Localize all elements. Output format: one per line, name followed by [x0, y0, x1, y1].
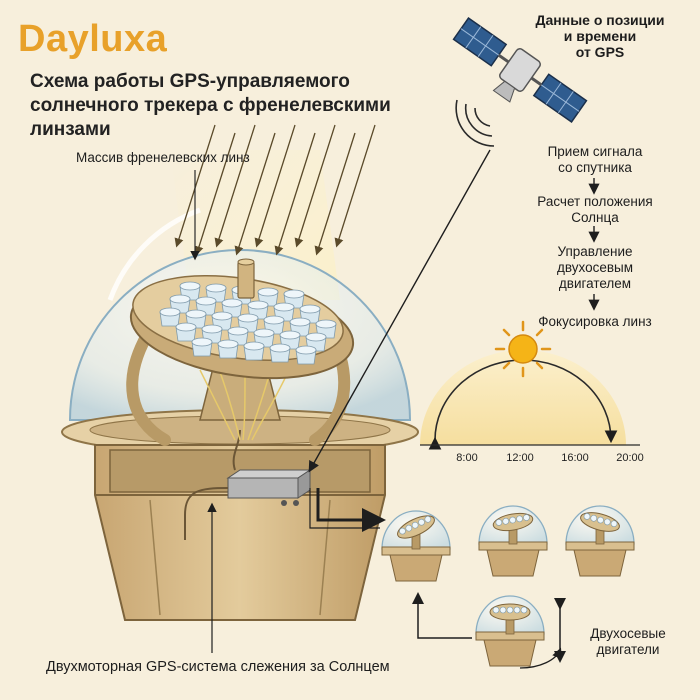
sun-icon	[494, 320, 552, 378]
sun-ray	[254, 124, 296, 248]
fresnel-lens	[269, 343, 291, 363]
time-tick: 8:00	[456, 452, 478, 464]
tracking-sequence	[381, 505, 635, 667]
sun-ray	[174, 124, 216, 248]
time-tick: 12:00	[506, 452, 534, 464]
connector-arrow	[316, 488, 386, 532]
time-tick: 16:00	[561, 452, 589, 464]
satellite-icon	[452, 17, 588, 123]
control-box-icon	[226, 469, 312, 506]
sunlight-rays	[174, 124, 376, 256]
sun-ray	[274, 132, 316, 256]
fresnel-lens	[175, 322, 197, 342]
sun-ray	[334, 124, 376, 248]
fresnel-lens-icon	[159, 281, 337, 365]
sun-ray	[234, 132, 276, 256]
sun-ray	[194, 132, 236, 256]
fresnel-lens	[191, 337, 213, 357]
brand-logo: Dayluxa	[18, 18, 168, 60]
fresnel-lens	[159, 307, 181, 327]
sun-ray	[294, 124, 336, 248]
sun-path-chart	[420, 320, 640, 450]
fresnel-lens	[243, 341, 265, 361]
sun-ray	[214, 124, 256, 248]
gps-data-label: Данные о позиции и времени от GPS	[535, 12, 665, 60]
step-receive-signal: Прием сигнала со спутника	[547, 144, 643, 175]
sun-ray	[314, 132, 356, 256]
mini-tracker	[478, 505, 548, 577]
signal-path-arrow	[308, 149, 491, 473]
fresnel-lens	[217, 339, 239, 359]
dual-motors-label: Двухосевые двигатели	[590, 626, 666, 657]
mini-tracker	[475, 595, 545, 667]
fresnel-lens	[295, 345, 317, 365]
mini-tracker	[565, 505, 635, 577]
lens-array-label: Массив френелевских линз	[76, 150, 250, 165]
signal-waves-icon	[455, 99, 495, 147]
time-tick: 20:00	[616, 452, 644, 464]
fresnel-lens	[169, 294, 191, 314]
diagram-title: Схема работы GPS-управляемого солнечного…	[30, 71, 391, 140]
step-control-motor: Управление двухосевым двигателем	[556, 244, 634, 291]
step-focus-lenses: Фокусировка линз	[538, 314, 652, 329]
system-caption: Двухмоторная GPS-система слежения за Сол…	[46, 659, 390, 675]
mini-tracker	[381, 510, 451, 582]
step-calculate-sun: Расчет положения Солнца	[537, 194, 653, 225]
main-tracker	[61, 207, 419, 621]
loop-arrow	[412, 592, 472, 639]
